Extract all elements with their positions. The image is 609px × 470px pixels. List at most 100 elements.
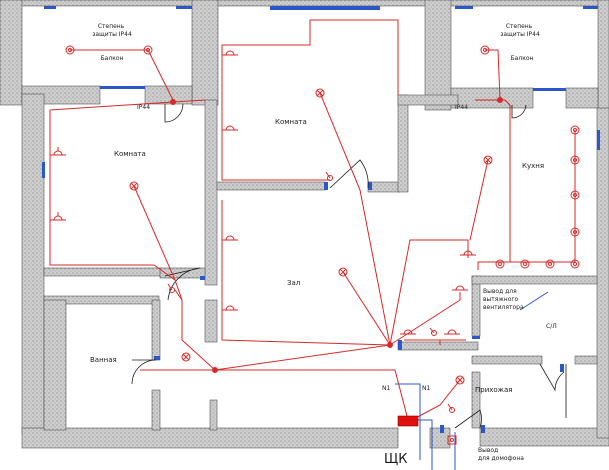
lamp-icon [338,267,348,277]
outer-wall-bottom-right [479,427,609,447]
wall-bath-right-lower [151,389,161,431]
wall-lamp-icon [65,45,75,55]
door-balcony-right [511,104,527,119]
door-room-center [329,159,369,189]
door-entrance [454,409,482,429]
socket-icon [452,285,468,291]
wall-lamp-icon [570,227,580,237]
wire-left-room-lamp [133,185,176,281]
balcony-window-mark [100,86,145,89]
door-jamb [398,340,402,350]
wall-lamp-icon [495,259,505,269]
cable-vent-pointer [519,291,549,311]
wire-left-room-wall [49,110,154,266]
wire-hub-to-corridor [214,344,391,371]
label-intercom-line: для домофона [478,455,524,462]
wall-markers [42,6,600,433]
switch-icon [447,403,455,413]
wall-shaft-bottom-right [574,355,598,365]
switch-icon [167,283,175,293]
wall-shaft-left [471,275,481,337]
wire-corridor [215,369,409,421]
lamp-icon [129,181,139,191]
window-mark [270,6,380,10]
wall-lamp-icon [520,259,530,269]
switch-icon [429,327,437,336]
label-panel: ЩК [384,452,407,467]
label-balcony-right: Балкон [511,55,534,62]
wire-hub-to-hall-right [389,292,461,346]
wire-room-center-lamp [319,92,361,191]
outer-wall-bottom-left [21,427,399,449]
label-protection-line: Степень [98,23,125,30]
wall-room-center-bottom [216,181,326,191]
label-intercom-outlet: Вывод для домофона [478,447,524,462]
wire-kitchen-lamp [469,159,489,241]
balcony-window-mark [533,88,566,91]
label-ip44-left: IP44 [137,104,150,111]
lamp-icon [181,352,191,362]
socket-icon [444,329,460,335]
wire-switch-left-room [174,289,183,301]
label-balcony-left-protection: Степень защиты IP44 [92,23,132,38]
window-mark [42,162,45,178]
wire-hub-to-kitchen [389,239,469,346]
door-jamb [368,182,372,190]
wall-lamp-icon [570,259,580,269]
wall-lamp-icon [545,259,555,269]
wall-hallway-right [471,371,481,429]
wall-balcony-divider-left [191,0,219,106]
wire-kitchen-sockets [477,130,576,270]
label-room-center: Комната [275,118,307,126]
label-balcony-right-protection: Степень защиты IP44 [500,23,540,38]
wire-room-center-wall [221,45,330,181]
lamp-icon [315,88,325,98]
sockets [50,50,476,335]
wire-left-room-top-run [49,101,174,111]
door-room-left [164,267,201,301]
wire-hallway [411,379,461,421]
label-hall: Зал [287,279,300,287]
door-jamb [154,356,160,360]
label-balcony-left: Балкон [101,55,124,62]
balcony-left-floor-wall-b [144,85,193,105]
door-balcony-left [164,103,184,123]
label-room-left: Комната [114,150,146,158]
wire-kitchen-wall [475,99,511,262]
walls [0,0,609,449]
label-hallway: Прихожая [475,386,513,394]
window-mark [455,6,473,9]
switches [167,97,503,413]
ceiling-lamps [129,88,493,385]
window-mark [597,130,600,150]
label-kitchen: Кухня [522,162,544,170]
lamp-icon [455,375,465,385]
wall-lamp-icon [570,155,580,165]
distribution-panel [397,415,419,427]
switch-icon [325,171,333,181]
wall-room-left-right [204,99,218,286]
wall-lamp-icon [143,45,153,55]
label-vent-line: вентилятора [483,304,524,311]
label-vent-line: вытяжного [483,296,519,303]
label-protection-line: защиты IP44 [92,31,132,38]
cables [395,291,549,470]
outer-wall-right [596,107,609,439]
cable-n1 [395,383,421,460]
wall-room-left-bottom [43,267,163,277]
wall-bath-left [43,299,67,431]
doors [131,103,567,429]
door-jamb [200,276,205,280]
wire-hall-lamp [342,271,391,346]
wall-kitchen-bottom [471,275,598,285]
switch-icon [387,342,393,348]
socket-icon [222,235,238,241]
socket-icon [460,250,476,256]
label-protection-line: Степень [506,23,533,30]
window-mark [44,6,56,9]
door-bathroom [131,359,157,385]
wire-room-center-top [221,19,399,95]
wall-corridor-stub [209,399,218,431]
window-mark [583,6,598,9]
